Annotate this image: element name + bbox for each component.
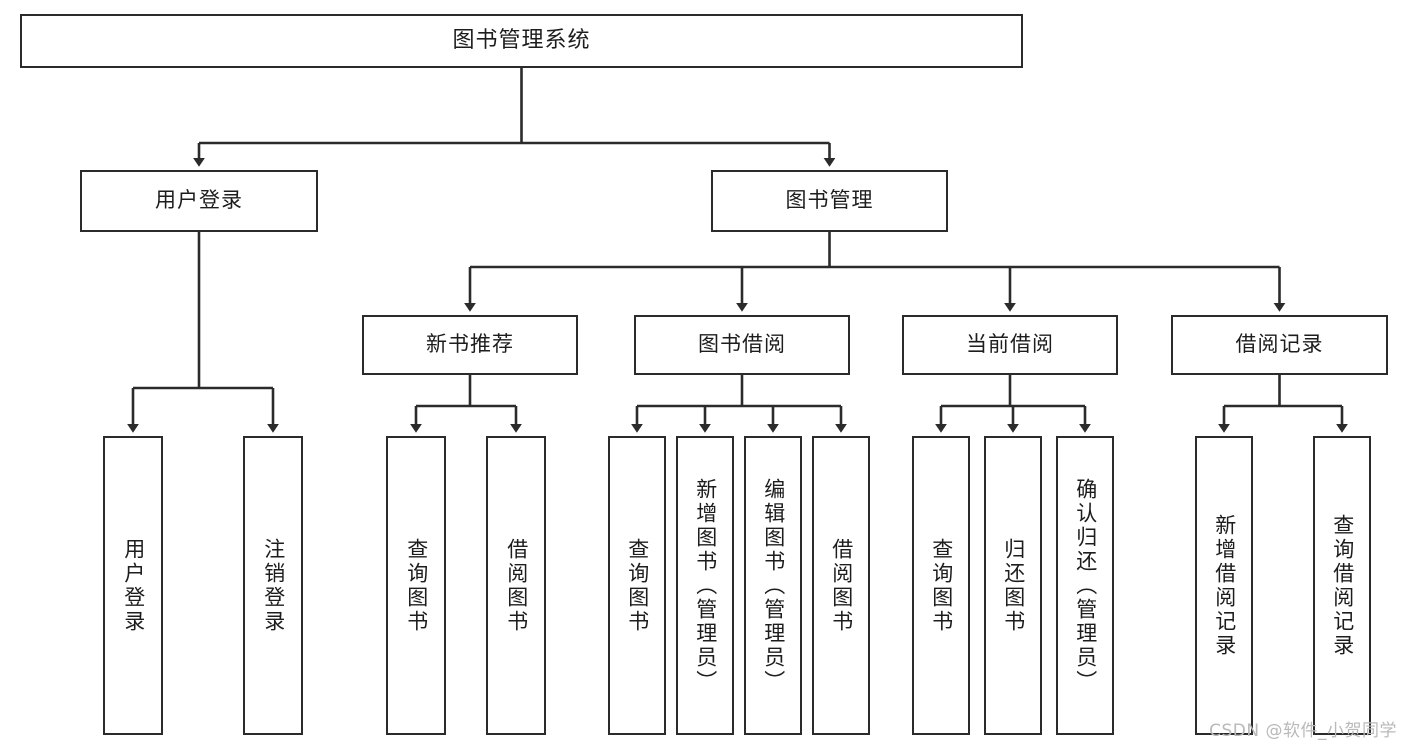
node-label: 借阅图书 [829, 537, 854, 634]
node-l6[interactable]: 新增图书（管理员） [676, 436, 734, 735]
node-label: 图书管理 [785, 188, 874, 213]
node-l4[interactable]: 借阅图书 [486, 436, 546, 735]
node-l1[interactable]: 用户登录 [103, 436, 163, 735]
node-label: 查询借阅记录 [1330, 513, 1355, 658]
node-bookmgmt[interactable]: 图书管理 [711, 170, 948, 232]
node-label: 归还图书 [1001, 537, 1026, 634]
node-label: 图书管理系统 [452, 27, 591, 53]
node-l9[interactable]: 查询图书 [912, 436, 970, 735]
node-label: 查询图书 [625, 537, 650, 634]
node-l12[interactable]: 新增借阅记录 [1195, 436, 1253, 735]
node-label: 编辑图书（管理员） [761, 477, 786, 694]
node-l11[interactable]: 确认归还（管理员） [1056, 436, 1114, 735]
node-label: 当前借阅 [966, 332, 1054, 357]
node-login[interactable]: 用户登录 [80, 170, 318, 232]
node-root[interactable]: 图书管理系统 [20, 14, 1023, 68]
node-l10[interactable]: 归还图书 [984, 436, 1042, 735]
node-l7[interactable]: 编辑图书（管理员） [744, 436, 802, 735]
node-label: 确认归还（管理员） [1073, 477, 1098, 694]
node-label: 借阅图书 [504, 537, 529, 634]
node-label: 新书推荐 [426, 332, 514, 357]
node-l2[interactable]: 注销登录 [243, 436, 303, 735]
node-label: 查询图书 [929, 537, 954, 634]
node-record[interactable]: 借阅记录 [1171, 315, 1388, 375]
node-label: 用户登录 [155, 188, 243, 213]
node-label: 新增图书（管理员） [693, 477, 718, 694]
node-label: 新增借阅记录 [1212, 513, 1237, 658]
watermark: CSDN @软件_小贺同学 [1209, 721, 1397, 741]
node-newbook[interactable]: 新书推荐 [362, 315, 578, 375]
node-l3[interactable]: 查询图书 [386, 436, 446, 735]
node-label: 图书借阅 [698, 332, 786, 357]
node-label: 用户登录 [121, 537, 146, 634]
node-l13[interactable]: 查询借阅记录 [1313, 436, 1371, 735]
node-label: 借阅记录 [1235, 332, 1324, 357]
node-current[interactable]: 当前借阅 [902, 315, 1118, 375]
node-l8[interactable]: 借阅图书 [812, 436, 870, 735]
node-label: 查询图书 [404, 537, 429, 634]
node-l5[interactable]: 查询图书 [608, 436, 666, 735]
node-borrow[interactable]: 图书借阅 [634, 315, 850, 375]
node-label: 注销登录 [261, 537, 286, 634]
